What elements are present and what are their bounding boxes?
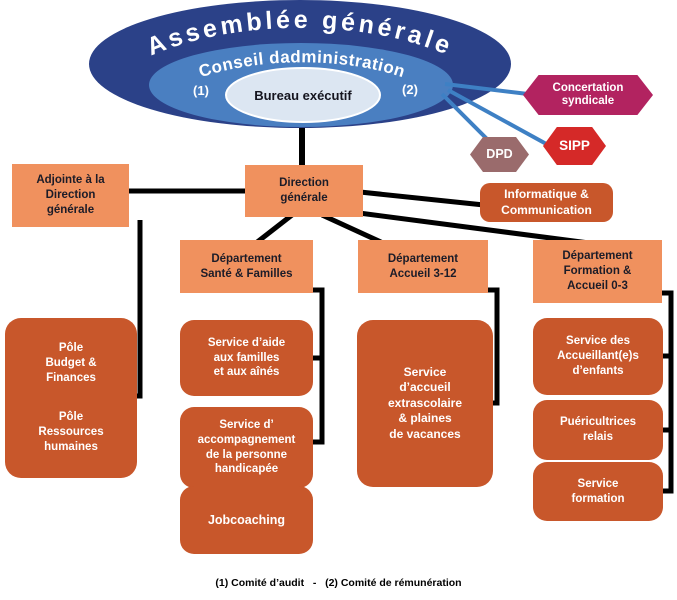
connector-conseil-sipp [447, 88, 551, 148]
service-accompagnement-box: Service d’ accompagnement de la personne… [180, 407, 313, 488]
dept-formation-accueil-0-3-box: Département Formation & Accueil 0-3 [533, 240, 662, 303]
dpd-hexagon: DPD [470, 137, 529, 172]
footer-legend: (1) Comité d’audit - (2) Comité de rémun… [215, 577, 462, 589]
connector-direction-dept-formation [358, 210, 590, 246]
connector-conseil-concertation [444, 82, 529, 96]
bureau-executif-label: Bureau exécutif [254, 88, 352, 103]
connector-conseil-dpd [440, 92, 493, 145]
concertation-syndicale-hexagon: Concertation syndicale [523, 75, 653, 115]
connector-direction-informatique [359, 189, 485, 208]
puericultrices-relais-box: Puéricultrices relais [533, 400, 663, 460]
pole-ressources-humaines-label: Pôle Ressources humaines [38, 411, 104, 453]
jobcoaching-box: Jobcoaching [180, 486, 313, 554]
adjointe-direction-box: Adjointe à la Direction générale [12, 164, 129, 227]
service-accueillants-box: Service des Accueillant(e)s d’enfants [533, 318, 663, 395]
poles-box: Pôle Budget & Finances Pôle Ressources h… [5, 318, 137, 478]
sipp-hexagon: SIPP [543, 127, 606, 165]
service-formation-box: Service formation [533, 462, 663, 521]
service-extrascolaire-box: Service d’accueil extrascolaire & plaine… [357, 320, 493, 487]
service-aide-familles-box: Service d’aide aux familles et aux aînés [180, 320, 313, 396]
dept-accueil-3-12-box: Département Accueil 3-12 [358, 240, 488, 293]
informatique-communication-box: Informatique & Communication [480, 183, 613, 222]
pole-budget-finances-label: Pôle Budget & Finances [45, 342, 97, 385]
connector-direction-dept-accueil [320, 212, 385, 246]
dept-sante-familles-box: Département Santé & Familles [180, 240, 313, 293]
bureau-ellipse [225, 67, 381, 123]
note2-marker: (2) [402, 82, 418, 97]
connector-direction-dept-sante [254, 213, 294, 245]
blue-connectors [440, 82, 551, 148]
note1-marker: (1) [193, 83, 209, 98]
direction-generale-box: Direction générale [245, 165, 363, 217]
